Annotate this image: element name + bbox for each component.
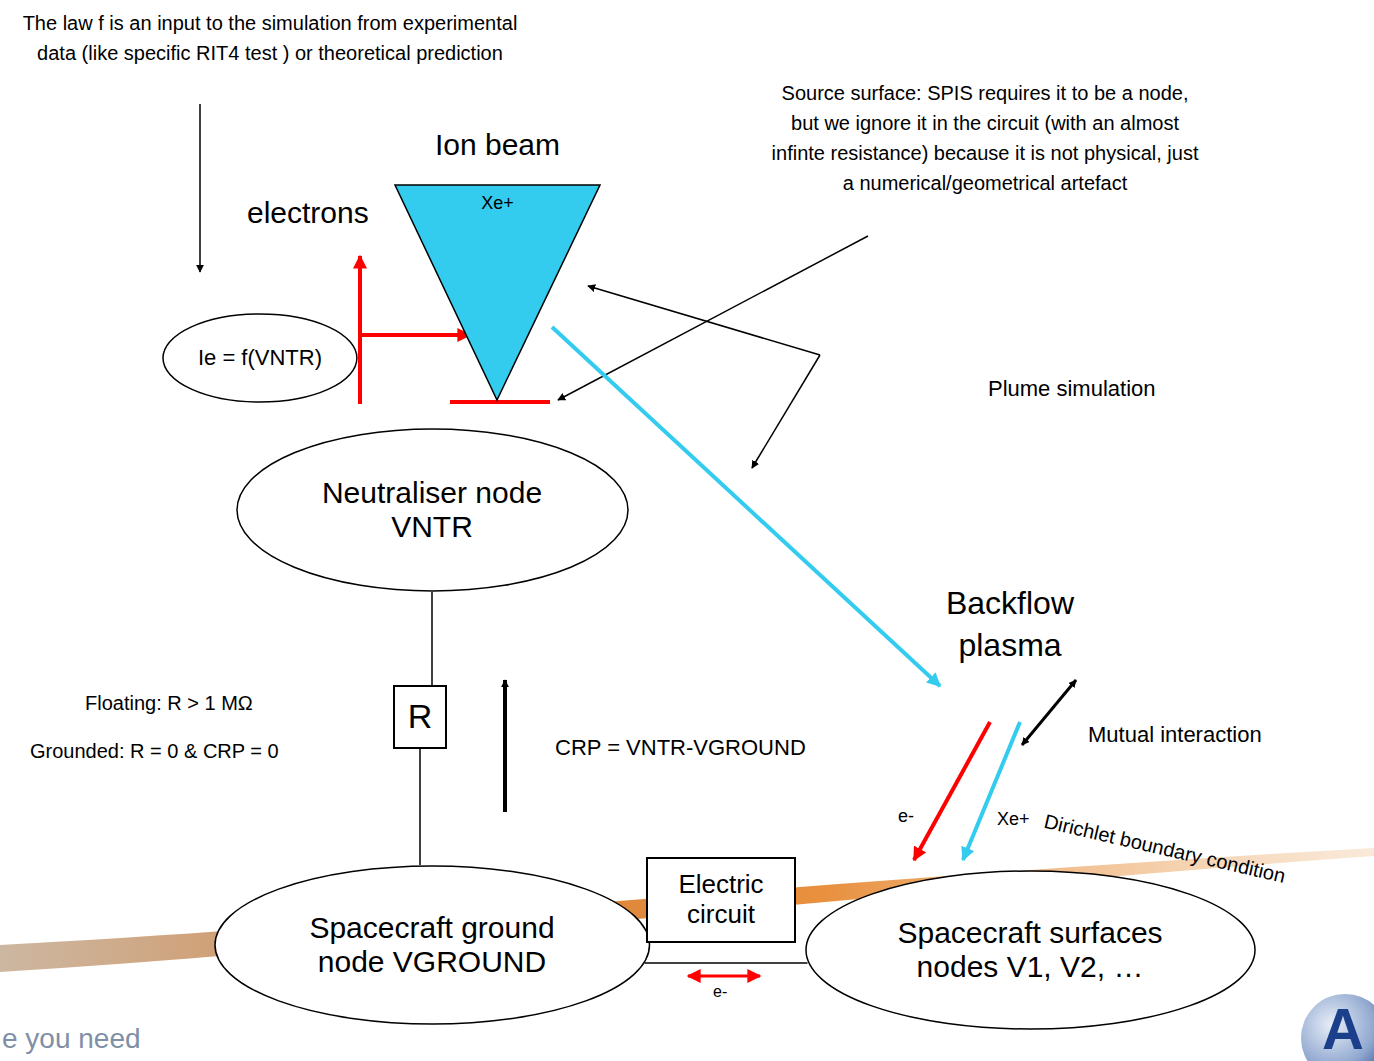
connector-wire (419, 749, 421, 865)
node-text: Spacecraft ground node VGROUND (287, 911, 577, 980)
electron-arrow (914, 722, 990, 860)
note: The law f is an input to the simulation … (10, 8, 530, 68)
note: Floating: R > 1 MΩ (85, 688, 253, 718)
region-label: Backflow plasma (930, 583, 1090, 666)
ion-beam: Ion beamXe+ (390, 128, 605, 403)
node-body: Xe+ (481, 193, 514, 214)
node-text: Ie = f(VNTR) (198, 345, 322, 370)
species-label: e- (713, 980, 727, 1004)
electron-arrow (358, 256, 362, 404)
ion-flow-arrow (963, 722, 1020, 860)
interaction-arrow (1022, 680, 1076, 745)
leader-arrow (752, 355, 820, 468)
source-surface (450, 400, 550, 404)
species-label: Xe+ (997, 806, 1030, 833)
resistor-box: R (393, 685, 447, 749)
electron-arrow (688, 975, 760, 978)
logo-letter: A (1322, 985, 1364, 1061)
law-ellipse: Ie = f(VNTR) (162, 313, 358, 403)
node-text: Electric circuit (656, 870, 786, 930)
flow-label: electrons (247, 190, 369, 235)
node-text: R (408, 697, 433, 736)
leader-arrow (199, 104, 201, 272)
node-text: Neutraliser node VNTR (302, 476, 562, 545)
beam-cone (390, 128, 605, 403)
potential-label: CRP = VNTR-VGROUND (555, 731, 806, 764)
potential-arrow (503, 680, 507, 812)
neutraliser-node: Neutraliser node VNTR (236, 428, 629, 592)
note: Dirichlet boundary condition (1041, 806, 1288, 891)
note: Grounded: R = 0 & CRP = 0 (30, 736, 279, 766)
ground-node: Spacecraft ground node VGROUND (214, 865, 651, 1025)
note: Mutual interaction (1088, 718, 1262, 751)
connector-wire (431, 592, 433, 685)
node-text: Ion beam (435, 128, 560, 163)
footer-text: e you need (2, 1018, 141, 1060)
circuit-box: Electric circuit (646, 857, 796, 943)
species-label: e- (898, 803, 914, 830)
note: Source surface: SPIS requires it to be a… (770, 78, 1200, 198)
surfaces-node: Spacecraft surfaces nodes V1, V2, … (805, 870, 1256, 1030)
note: Plume simulation (988, 372, 1156, 405)
leader-arrow (588, 286, 820, 355)
electron-arrow (360, 333, 470, 337)
node-text: Spacecraft surfaces nodes V1, V2, … (880, 916, 1180, 985)
connector-wire (645, 962, 808, 964)
